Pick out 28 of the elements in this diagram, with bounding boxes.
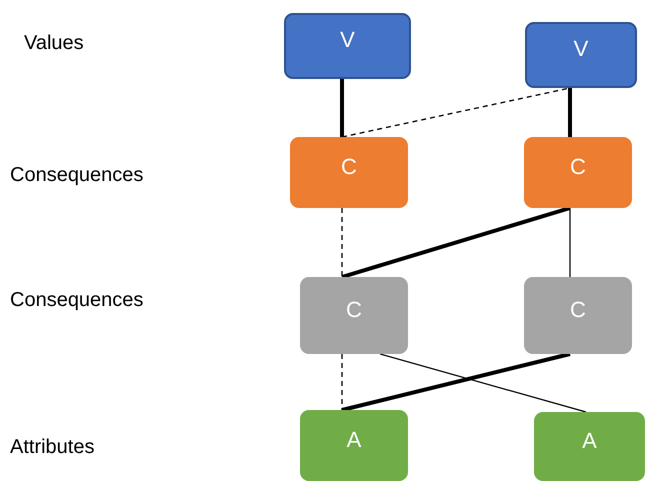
- rounded-box: [524, 137, 632, 208]
- row-label: Consequences: [10, 164, 144, 187]
- connector-line: [568, 88, 572, 137]
- node-letter: C: [346, 296, 362, 322]
- node-letter: C: [570, 296, 586, 322]
- row-label: Attributes: [10, 436, 94, 459]
- connector-line: [341, 354, 343, 410]
- connector-line: [569, 208, 571, 277]
- node-letter: C: [341, 154, 357, 180]
- rounded-box: [300, 410, 408, 481]
- rounded-box: [300, 277, 408, 354]
- connector-line: [342, 352, 570, 412]
- rounded-box: [290, 137, 408, 208]
- rounded-box: [525, 22, 637, 88]
- node-letter: C: [570, 154, 586, 180]
- node-letter: V: [340, 27, 355, 53]
- rounded-box: [284, 13, 411, 79]
- node-letter: A: [346, 426, 362, 452]
- connector-line: [341, 208, 343, 277]
- rounded-box: [524, 277, 632, 354]
- node-letter: V: [574, 36, 588, 62]
- connector-line: [341, 206, 571, 279]
- row-label: Consequences: [10, 289, 144, 312]
- node-letter: A: [582, 428, 597, 454]
- connector-line: [340, 79, 344, 137]
- rounded-box: [534, 412, 645, 481]
- row-label: Values: [24, 32, 84, 55]
- connector-line: [380, 353, 586, 413]
